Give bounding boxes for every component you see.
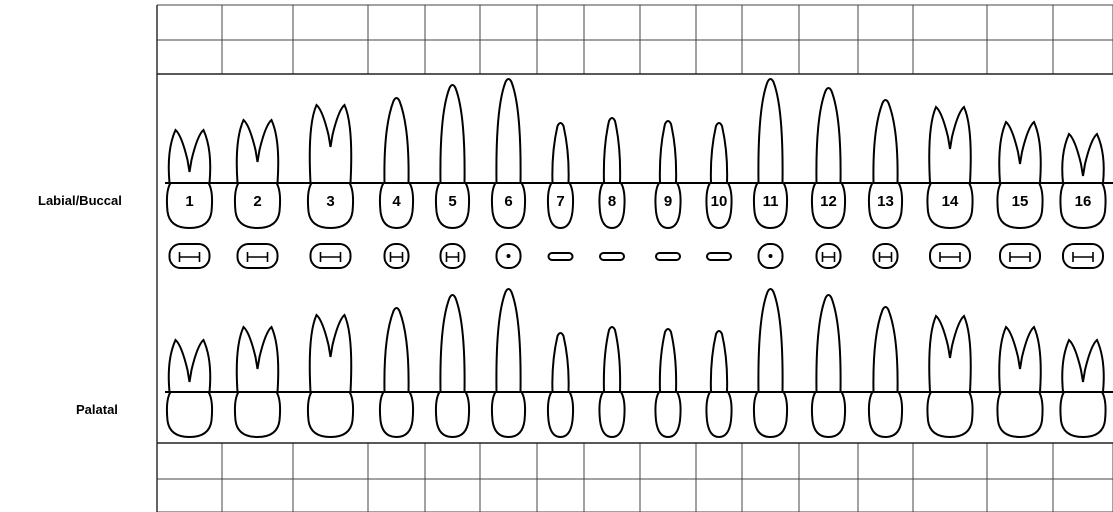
tooth-10[interactable]: 10	[706, 123, 731, 437]
tooth-8-occlusal	[600, 253, 624, 260]
tooth-9-occlusal	[656, 253, 680, 260]
tooth-5-palatal-root	[440, 295, 464, 392]
tooth-3-occlusal	[311, 244, 351, 268]
tooth-4[interactable]: 4	[380, 98, 413, 437]
tooth-7-occlusal	[549, 253, 573, 260]
tooth-number-label: 8	[608, 193, 616, 210]
tooth-7-palatal-root	[552, 333, 568, 392]
tooth-10-buccal-root	[711, 123, 727, 183]
tooth-4-palatal-crown	[380, 392, 413, 437]
tooth-4-buccal-root	[384, 98, 408, 183]
tooth-3-palatal-root	[310, 315, 352, 392]
tooth-1-palatal-crown	[167, 392, 212, 437]
tooth-4-palatal-root	[384, 308, 408, 392]
buccal-label: Labial/Buccal	[38, 193, 122, 208]
tooth-7-buccal-root	[552, 123, 568, 183]
tooth-7[interactable]: 7	[548, 123, 573, 437]
tooth-number-label: 6	[504, 193, 512, 210]
tooth-14-occlusal	[930, 244, 970, 268]
tooth-12[interactable]: 12	[812, 88, 845, 437]
tooth-6[interactable]: 6	[492, 79, 525, 437]
tooth-14-buccal-root	[929, 107, 971, 183]
tooth-number-label: 3	[326, 193, 334, 210]
tooth-8-buccal-root	[604, 118, 620, 183]
tooth-10-palatal-root	[711, 331, 727, 392]
tooth-number-label: 4	[392, 193, 401, 210]
tooth-13-occlusal	[874, 244, 898, 268]
tooth-number-label: 9	[664, 193, 672, 210]
tooth-number-label: 16	[1075, 193, 1092, 210]
tooth-15-buccal-root	[999, 122, 1041, 183]
tooth-16-buccal-root	[1062, 134, 1104, 183]
tooth-10-occlusal	[707, 253, 731, 260]
tooth-1-palatal-root	[169, 340, 211, 392]
tooth-11-palatal-root	[758, 289, 782, 392]
tooth-12-buccal-root	[816, 88, 840, 183]
bottom-grid	[157, 443, 1113, 512]
palatal-label: Palatal	[76, 402, 118, 417]
tooth-5-buccal-root	[440, 85, 464, 183]
tooth-12-occlusal	[817, 244, 841, 268]
tooth-2-palatal-crown	[235, 392, 280, 437]
tooth-4-occlusal	[385, 244, 409, 268]
tooth-5-occlusal	[441, 244, 465, 268]
tooth-7-palatal-crown	[548, 392, 573, 437]
tooth-14-palatal-crown	[927, 392, 972, 437]
tooth-5[interactable]: 5	[436, 85, 469, 437]
tooth-5-palatal-crown	[436, 392, 469, 437]
tooth-6-palatal-crown	[492, 392, 525, 437]
tooth-11[interactable]: 11	[754, 79, 787, 437]
tooth-1-buccal-root	[169, 130, 211, 183]
tooth-15-palatal-crown	[997, 392, 1042, 437]
tooth-3[interactable]: 3	[308, 105, 353, 437]
tooth-16-palatal-crown	[1060, 392, 1105, 437]
tooth-number-label: 7	[556, 193, 564, 210]
tooth-number-label: 14	[942, 193, 959, 210]
tooth-number-label: 15	[1012, 193, 1029, 210]
tooth-3-buccal-root	[310, 105, 352, 183]
tooth-15-palatal-root	[999, 327, 1041, 392]
tooth-13-buccal-root	[873, 100, 897, 183]
tooth-number-label: 1	[185, 193, 193, 210]
tooth-16-palatal-root	[1062, 340, 1104, 392]
tooth-12-palatal-root	[816, 295, 840, 392]
tooth-number-label: 11	[763, 193, 779, 210]
tooth-13[interactable]: 13	[869, 100, 902, 437]
tooth-2-palatal-root	[237, 327, 279, 392]
tooth-6-buccal-root	[496, 79, 520, 183]
tooth-16-occlusal	[1063, 244, 1103, 268]
tooth-number-label: 2	[253, 193, 261, 210]
tooth-13-palatal-root	[873, 307, 897, 392]
tooth-2-occlusal	[238, 244, 278, 268]
tooth-12-palatal-crown	[812, 392, 845, 437]
tooth-9-palatal-root	[660, 329, 676, 392]
tooth-1[interactable]: 1	[167, 130, 212, 437]
top-grid	[157, 5, 1113, 74]
tooth-number-label: 12	[820, 193, 837, 210]
tooth-10-palatal-crown	[706, 392, 731, 437]
tooth-1-occlusal	[170, 244, 210, 268]
teeth-layer: 12345678910111213141516	[165, 79, 1113, 437]
tooth-14-palatal-root	[929, 316, 971, 392]
tooth-2-buccal-root	[237, 120, 279, 183]
tooth-3-palatal-crown	[308, 392, 353, 437]
tooth-number-label: 5	[448, 193, 456, 210]
tooth-6-palatal-root	[496, 289, 520, 392]
tooth-8-palatal-crown	[599, 392, 624, 437]
tooth-8-palatal-root	[604, 327, 620, 392]
tooth-13-palatal-crown	[869, 392, 902, 437]
tooth-number-label: 13	[877, 193, 894, 210]
tooth-15-occlusal	[1000, 244, 1040, 268]
tooth-8[interactable]: 8	[599, 118, 624, 437]
tooth-14[interactable]: 14	[927, 107, 972, 437]
tooth-11-buccal-root	[758, 79, 782, 183]
tooth-9-buccal-root	[660, 121, 676, 183]
tooth-2[interactable]: 2	[235, 120, 280, 437]
tooth-11-palatal-crown	[754, 392, 787, 437]
tooth-number-label: 10	[711, 193, 728, 210]
tooth-9-palatal-crown	[655, 392, 680, 437]
tooth-15[interactable]: 15	[997, 122, 1042, 437]
tooth-9[interactable]: 9	[655, 121, 680, 437]
